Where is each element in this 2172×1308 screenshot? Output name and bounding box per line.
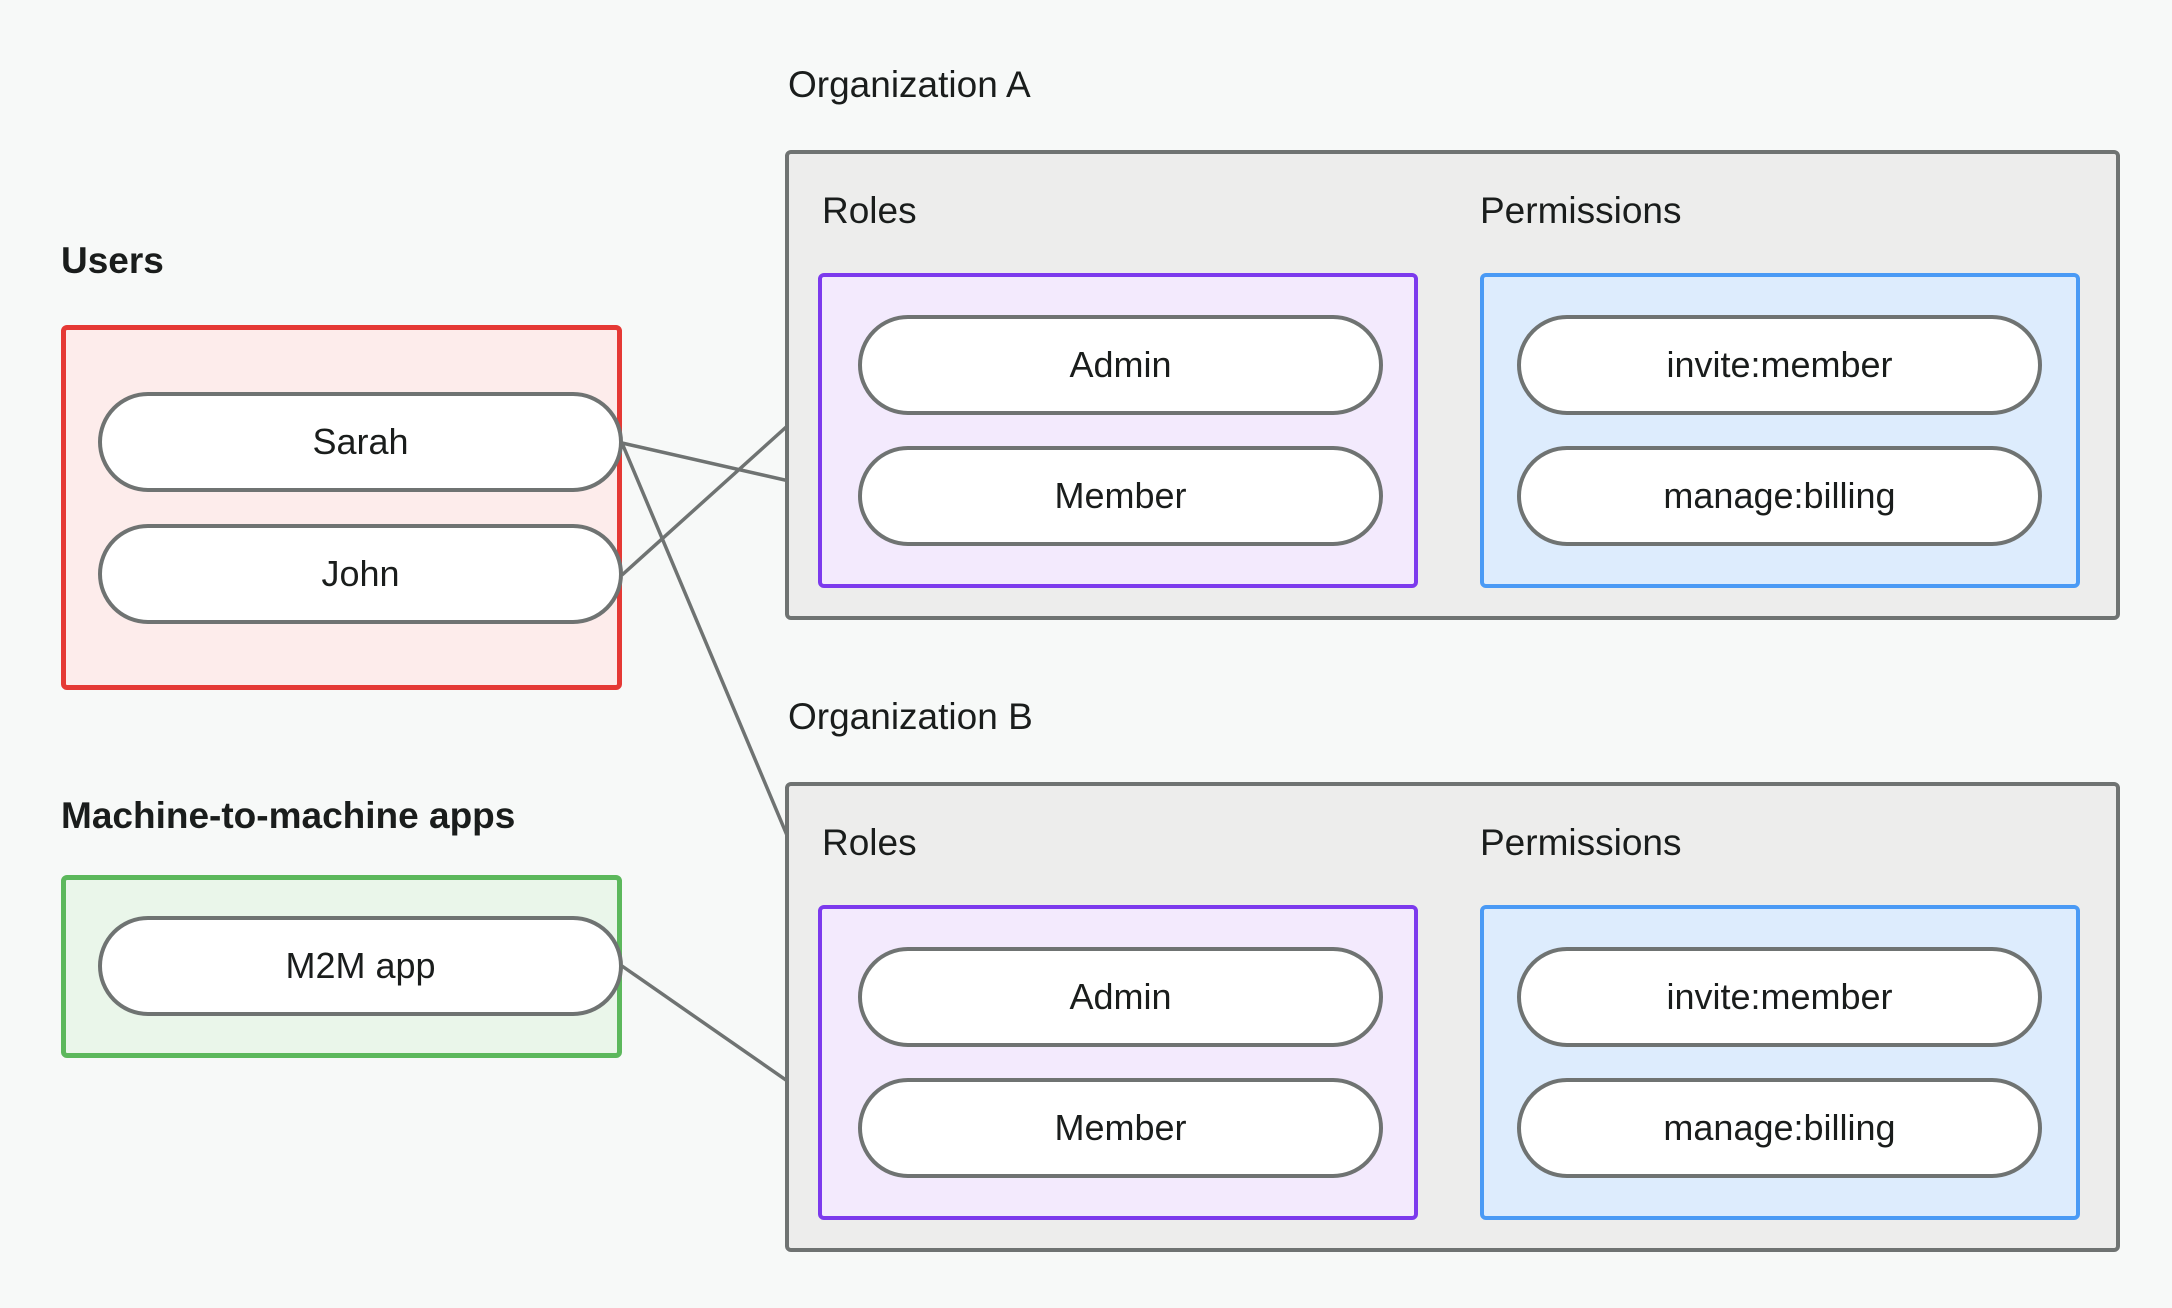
org-a-permissions-label: Permissions bbox=[1480, 190, 1682, 231]
org-a-title: Organization A bbox=[788, 64, 1031, 105]
org-a-role-node-admin[interactable]: Admin bbox=[858, 315, 1383, 415]
org-b-role-node-member[interactable]: Member bbox=[858, 1078, 1383, 1178]
org-b-permissions-label: Permissions bbox=[1480, 822, 1682, 863]
org-b-permission-node-manage-billing[interactable]: manage:billing bbox=[1517, 1078, 2042, 1178]
org-a-roles-label: Roles bbox=[822, 190, 917, 231]
org-b-roles-label: Roles bbox=[822, 822, 917, 863]
m2m-node-app[interactable]: M2M app bbox=[98, 916, 623, 1016]
m2m-group-title: Machine-to-machine apps bbox=[61, 795, 516, 836]
user-node-john[interactable]: John bbox=[98, 524, 623, 624]
org-a-role-node-member[interactable]: Member bbox=[858, 446, 1383, 546]
org-b-title: Organization B bbox=[788, 696, 1033, 737]
org-a-permission-node-invite-member[interactable]: invite:member bbox=[1517, 315, 2042, 415]
org-a-permission-node-manage-billing[interactable]: manage:billing bbox=[1517, 446, 2042, 546]
users-group-title: Users bbox=[61, 240, 164, 281]
user-node-sarah[interactable]: Sarah bbox=[98, 392, 623, 492]
org-b-permission-node-invite-member[interactable]: invite:member bbox=[1517, 947, 2042, 1047]
org-b-role-node-admin[interactable]: Admin bbox=[858, 947, 1383, 1047]
users-group-box bbox=[61, 325, 622, 690]
